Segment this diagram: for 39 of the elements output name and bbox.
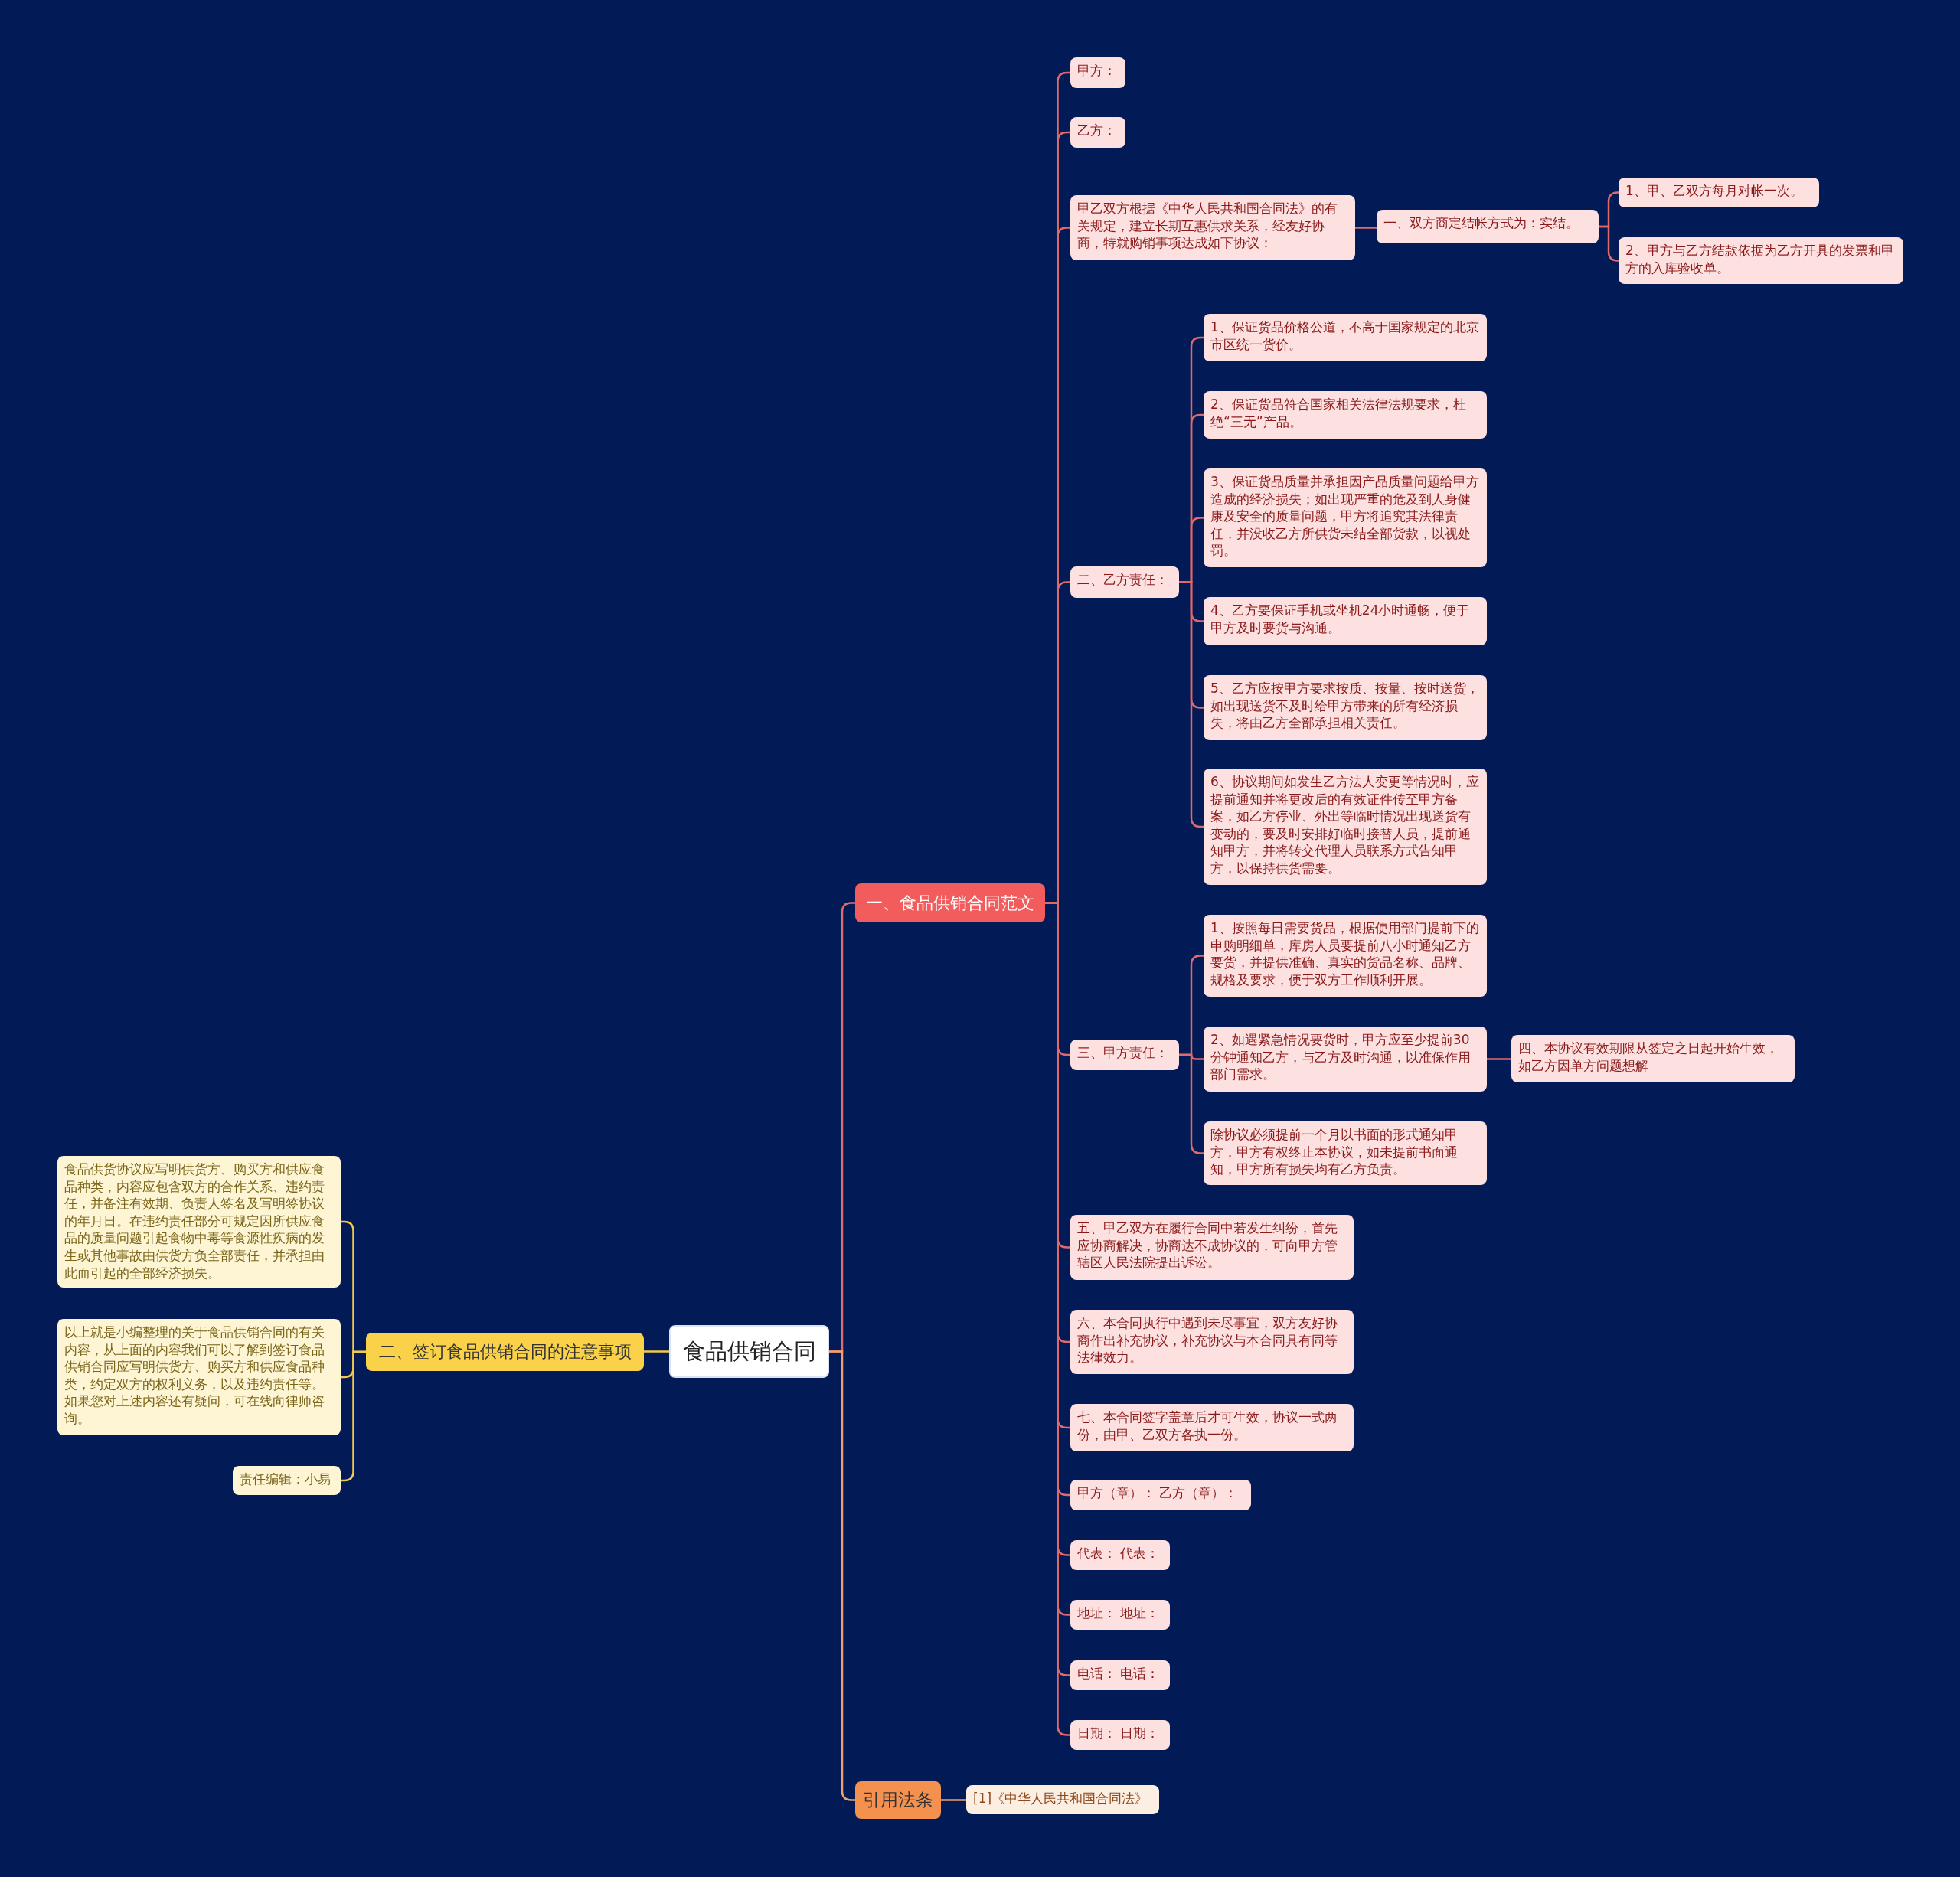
subtopic-box: 地址： 地址：	[1070, 1600, 1170, 1630]
subtopic-box: 3、保证货品质量并承担因产品质量问题给甲方造成的经济损失；如出现严重的危及到人身健康及安全的质量问题，甲方将追究其法律责任，并没收乙方所供货未结全部货款，以视处罚。	[1204, 468, 1487, 567]
subtopic-box: 一、双方商定结帐方式为：实结。	[1377, 210, 1599, 243]
subtopic-box: 电话： 电话：	[1070, 1660, 1170, 1690]
subtopic-box: 甲方（章）： 乙方（章）：	[1070, 1480, 1251, 1510]
reference-box: [1]《中华人民共和国合同法》	[966, 1785, 1159, 1814]
subtopic-box: 2、保证货品符合国家相关法律法规要求，杜绝“三无”产品。	[1204, 391, 1487, 439]
branch-topic: 引用法条	[855, 1781, 941, 1819]
subtopic-box: 1、按照每日需要货品，根据使用部门提前下的申购明细单，库房人员要提前八小时通知乙方要货，并提供准确、真实的货品名称、品牌、规格及要求，便于双方工作顺利开展。	[1204, 915, 1487, 997]
note-box: 以上就是小编整理的关于食品供销合同的有关内容，从上面的内容我们可以了解到签订食品供销合同应写明供货方、购买方和供应食品种类，约定双方的权利义务，以及违约责任等。如果您对上述内容还有疑问，可在线向律师咨询。	[57, 1319, 341, 1435]
subtopic-box: 4、乙方要保证手机或坐机24小时通畅，便于甲方及时要货与沟通。	[1204, 597, 1487, 645]
subtopic-box: 三、甲方责任：	[1070, 1040, 1179, 1070]
connector-line	[1355, 227, 1377, 229]
branch-topic: 二、签订食品供销合同的注意事项	[366, 1333, 644, 1371]
connector-line	[644, 1350, 669, 1353]
subtopic-box: 6、协议期间如发生乙方法人变更等情况时，应提前通知并将更改后的有效证件传至甲方备案，如乙方停业、外出等临时情况出现送货有变动的，要及时安排好临时接替人员，提前通知甲方，并将转交代理人员联系方式告知甲方，以保持供货需要。	[1204, 769, 1487, 885]
central-topic: 食品供销合同	[669, 1325, 829, 1378]
subtopic-box: 甲乙双方根据《中华人民共和国合同法》的有关规定，建立长期互惠供求关系，经友好协商，特就购销事项达成如下协议：	[1070, 195, 1355, 260]
connector-line	[1599, 225, 1619, 262]
subtopic-box: 5、乙方应按甲方要求按质、按量、按时送货，如出现送货不及时给甲方带来的所有经济损失，将由乙方全部承担相关责任。	[1204, 675, 1487, 740]
subtopic-box: 2、如遇紧急情况要货时，甲方应至少提前30分钟通知乙方，与乙方及时沟通，以准保作用部门需求。	[1204, 1027, 1487, 1092]
subtopic-box: 2、甲方与乙方结款依据为乙方开具的发票和甲方的入库验收单。	[1619, 237, 1903, 284]
subtopic-box: 除协议必须提前一个月以书面的形式通知甲方，甲方有权终止本协议，如未提前书面通知，甲方所有损失均有乙方负责。	[1204, 1121, 1487, 1185]
subtopic-box: 七、本合同签字盖章后才可生效，协议一式两份，由甲、乙双方各执一份。	[1070, 1404, 1354, 1451]
subtopic-box: 日期： 日期：	[1070, 1720, 1170, 1750]
subtopic-box: 五、甲乙双方在履行合同中若发生纠纷，首先应协商解决，协商达不成协议的，可向甲方管辖区人民法院提出诉讼。	[1070, 1215, 1354, 1280]
subtopic-box: 四、本协议有效期限从签定之日起开始生效，如乙方因单方问题想解	[1511, 1035, 1795, 1082]
branch-topic: 一、食品供销合同范文	[855, 883, 1045, 922]
subtopic-box: 1、甲、乙双方每月对帐一次。	[1619, 178, 1819, 207]
subtopic-box: 二、乙方责任：	[1070, 566, 1179, 598]
subtopic-box: 六、本合同执行中遇到未尽事宜，双方友好协商作出补充协议，补充协议与本合同具有同等法律效力。	[1070, 1310, 1354, 1374]
note-box: 食品供货协议应写明供货方、购买方和供应食品种类，内容应包含双方的合作关系、违约责任，并备注有效期、负责人签名及写明签协议的年月日。在违约责任部分可规定因所供应食品的质量问题引起食物中毒等食源性疾病的发生或其他事故由供货方负全部责任，并承担由此而引起的全部经济损失。	[57, 1156, 341, 1288]
connector-line	[1487, 1058, 1511, 1060]
note-box: 责任编辑：小易	[233, 1466, 341, 1495]
subtopic-box: 代表： 代表：	[1070, 1540, 1170, 1570]
subtopic-box: 甲方：	[1070, 57, 1125, 88]
connector-line	[941, 1799, 966, 1801]
subtopic-box: 1、保证货品价格公道，不高于国家规定的北京市区统一货价。	[1204, 314, 1487, 361]
subtopic-box: 乙方：	[1070, 117, 1125, 148]
